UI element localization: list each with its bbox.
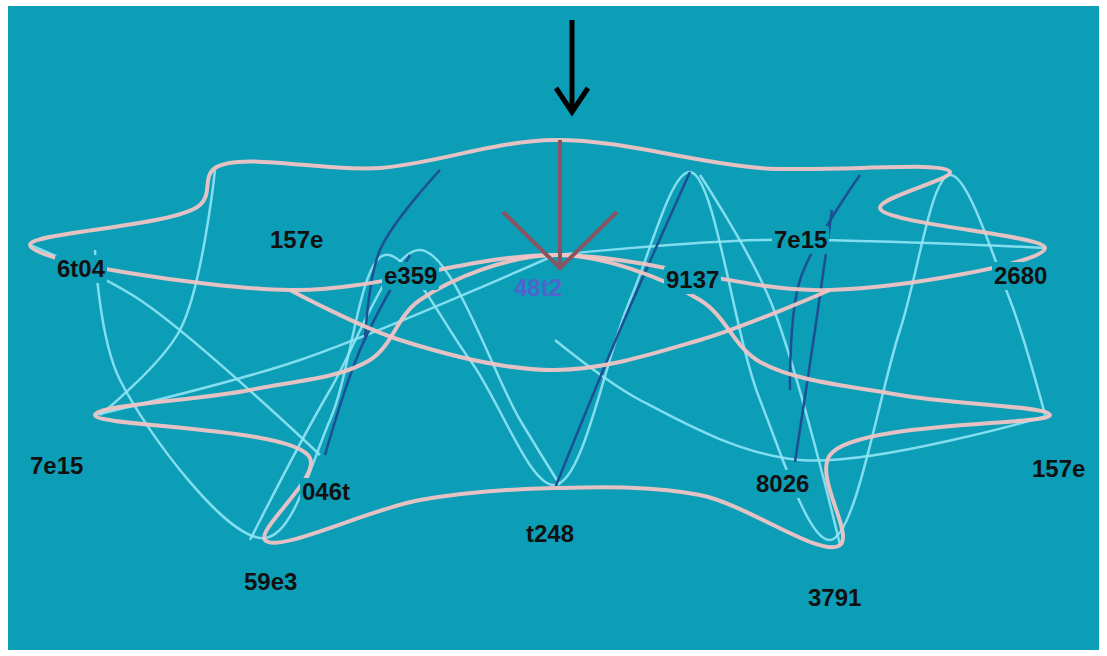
set-label: 48t2	[512, 274, 564, 302]
curve-group	[30, 140, 1050, 547]
set-label: e359	[382, 262, 439, 290]
wave-strand	[30, 245, 320, 455]
dark-strand	[365, 170, 440, 340]
wave-strand	[95, 172, 1045, 540]
wave-strand	[700, 175, 840, 545]
set-label: 3791	[806, 584, 863, 612]
set-label: 046t	[300, 478, 352, 506]
red-arrow	[503, 140, 617, 270]
set-label: 59e3	[242, 568, 299, 596]
set-label: 6t04	[55, 255, 107, 283]
set-label: 9137	[664, 266, 721, 294]
dark-strand	[790, 175, 860, 390]
pink-ring	[30, 140, 1045, 290]
set-label: t248	[524, 520, 576, 548]
set-label: 8026	[754, 470, 811, 498]
set-label: 7e15	[28, 452, 85, 480]
set-label: 7e15	[772, 226, 829, 254]
pink-ring	[95, 255, 1050, 547]
black-arrow	[556, 20, 588, 112]
set-label: 157e	[268, 226, 325, 254]
set-label: 2680	[992, 262, 1049, 290]
background-panel	[8, 6, 1099, 650]
set-label: 157e	[1030, 455, 1087, 483]
dark-strand	[555, 172, 690, 488]
pink-ring	[290, 290, 830, 370]
